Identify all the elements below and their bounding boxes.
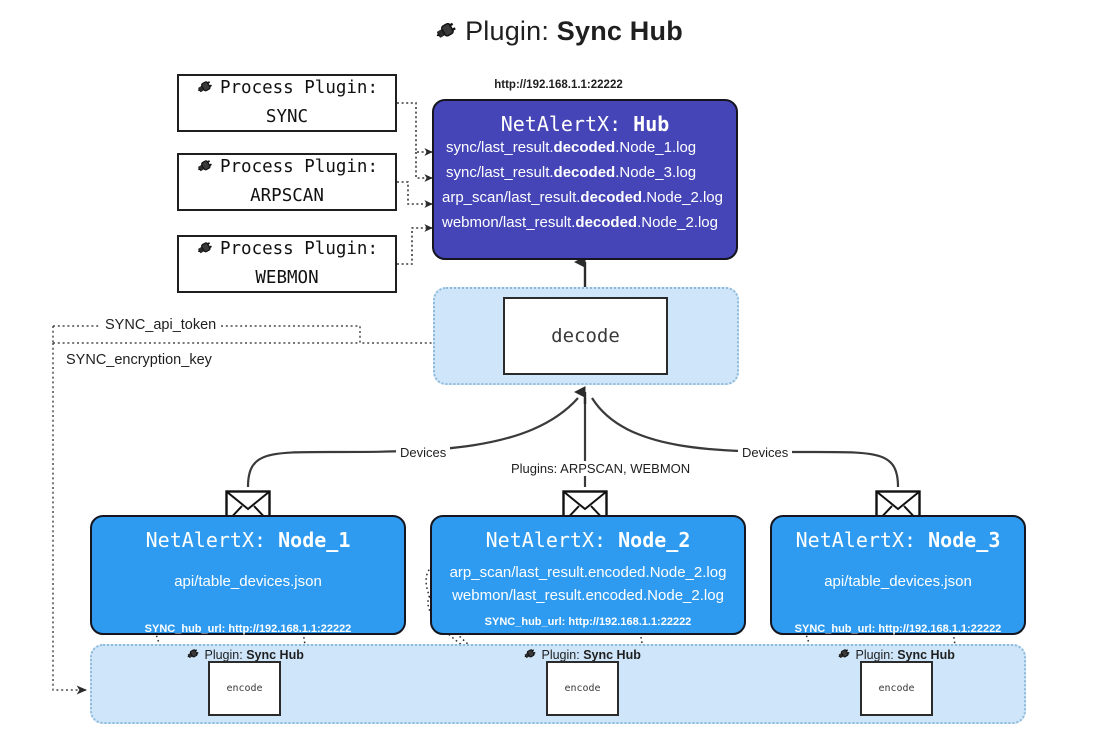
process-plugin-webmon-name: WEBMON xyxy=(255,267,319,288)
page-title: Plugin: Sync Hub xyxy=(0,16,1117,50)
hub-url-caption: http://192.168.1.1:22222 xyxy=(494,79,623,91)
devices-right-label: Devices xyxy=(738,445,793,460)
label-name: Sync Hub xyxy=(583,648,641,662)
plug-icon xyxy=(196,77,215,104)
hub-box[interactable]: NetAlertX: Hub sync/last_result.decoded.… xyxy=(432,99,738,260)
plug-icon xyxy=(523,648,541,662)
node-title: NetAlertX: Node_2 xyxy=(485,528,691,552)
hub-log-line: sync/last_result.decoded.Node_3.log xyxy=(446,163,697,181)
hub-title-prefix: NetAlertX: xyxy=(500,112,622,136)
encoder-plugin-label-3: Plugin: Sync Hub xyxy=(837,646,955,662)
process-plugin-webmon[interactable]: Process Plugin: WEBMON xyxy=(177,235,397,293)
plug-icon xyxy=(434,17,460,50)
node-line: arp_scan/last_result.encoded.Node_2.log xyxy=(449,564,727,581)
hub-log-line: arp_scan/last_result.decoded.Node_2.log xyxy=(442,188,723,206)
encode-box-1[interactable]: encode xyxy=(208,661,281,716)
node-hub-url: SYNC_hub_url: http://192.168.1.1:22222 xyxy=(484,615,692,628)
node-title: NetAlertX: Node_1 xyxy=(145,528,351,552)
plug-icon xyxy=(196,238,215,265)
encode-box-2[interactable]: encode xyxy=(546,661,619,716)
plug-icon xyxy=(837,648,855,662)
process-plugin-sync-name: SYNC xyxy=(265,106,309,127)
hub-log-line: sync/last_result.decoded.Node_1.log xyxy=(446,139,697,156)
label: Process Plugin: xyxy=(219,78,379,99)
encode-box-3[interactable]: encode xyxy=(860,661,933,716)
process-plugin-arpscan[interactable]: Process Plugin: ARPSCAN xyxy=(177,153,397,211)
node-line: webmon/last_result.encoded.Node_2.log xyxy=(452,587,724,605)
label: Plugin: xyxy=(855,648,894,662)
hub-title: NetAlertX: Hub xyxy=(434,112,736,136)
node-box-node-2[interactable]: NetAlertX: Node_2 arp_scan/last_result.e… xyxy=(430,515,746,635)
sync-api-token-label: SYNC_api_token xyxy=(101,317,221,333)
node-title: NetAlertX: Node_3 xyxy=(795,528,1001,552)
node-hub-url: SYNC_hub_url: http://192.168.1.1:22222 xyxy=(144,623,352,636)
node-line: api/table_devices.json xyxy=(824,573,972,590)
label: Plugin: xyxy=(204,648,243,662)
process-plugin-arpscan-line1: Process Plugin: xyxy=(196,155,378,183)
plug-icon xyxy=(196,156,215,183)
label-name: Sync Hub xyxy=(897,648,955,662)
label: Process Plugin: xyxy=(219,157,379,178)
hub-log-line: webmon/last_result.decoded.Node_2.log xyxy=(442,213,718,231)
process-plugin-sync-line1: Process Plugin: xyxy=(196,76,378,104)
label: Plugin: xyxy=(541,648,580,662)
process-plugin-webmon-line1: Process Plugin: xyxy=(196,237,378,265)
label-name: Sync Hub xyxy=(246,648,304,662)
node-line: api/table_devices.json xyxy=(174,573,322,590)
title-name: Sync Hub xyxy=(556,16,683,46)
decode-box[interactable]: decode xyxy=(503,297,668,375)
plugins-center-label: Plugins: ARPSCAN, WEBMON xyxy=(507,461,695,476)
node-hub-url: SYNC_hub_url: http://192.168.1.1:22222 xyxy=(794,623,1002,636)
sync-encryption-key-label: SYNC_encryption_key xyxy=(62,352,216,368)
hub-title-name: Hub xyxy=(633,112,670,136)
encoder-plugin-label-2: Plugin: Sync Hub xyxy=(523,646,641,662)
node-box-node-3[interactable]: NetAlertX: Node_3 api/table_devices.json… xyxy=(770,515,1026,635)
plug-icon xyxy=(186,648,204,662)
encoder-plugin-label-1: Plugin: Sync Hub xyxy=(186,646,304,662)
devices-left-label: Devices xyxy=(396,445,451,460)
title-prefix: Plugin: xyxy=(465,16,550,46)
process-plugin-sync[interactable]: Process Plugin: SYNC xyxy=(177,74,397,132)
label: Process Plugin: xyxy=(219,239,379,260)
process-plugin-arpscan-name: ARPSCAN xyxy=(250,185,324,206)
node-box-node-1[interactable]: NetAlertX: Node_1 api/table_devices.json… xyxy=(90,515,406,635)
